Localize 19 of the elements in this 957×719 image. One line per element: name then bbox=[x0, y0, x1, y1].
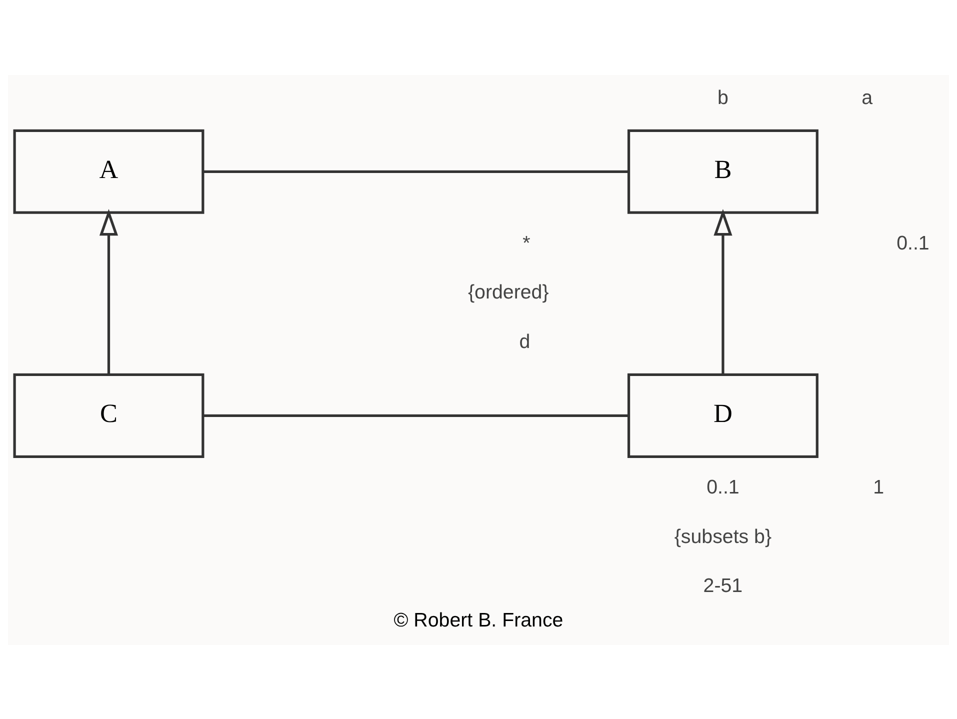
label: * bbox=[522, 232, 530, 254]
label: {subsets b} bbox=[674, 525, 772, 548]
label: {ordered} bbox=[468, 281, 549, 304]
node-box: D bbox=[627, 372, 818, 458]
node-box: C bbox=[13, 372, 204, 458]
label: a bbox=[862, 86, 873, 108]
caption: © Robert B. France bbox=[394, 608, 564, 631]
arrow bbox=[714, 208, 732, 374]
connector bbox=[204, 414, 629, 416]
label: 2-51 bbox=[703, 574, 743, 596]
label: 0..1 bbox=[896, 232, 930, 254]
label: b bbox=[717, 86, 728, 108]
arrow bbox=[99, 208, 118, 374]
node-box: A bbox=[13, 128, 204, 214]
node-box: B bbox=[627, 128, 818, 214]
label: d bbox=[519, 330, 530, 352]
label: 0..1 bbox=[706, 476, 740, 498]
label: 1 bbox=[873, 476, 884, 498]
connector bbox=[204, 170, 629, 172]
